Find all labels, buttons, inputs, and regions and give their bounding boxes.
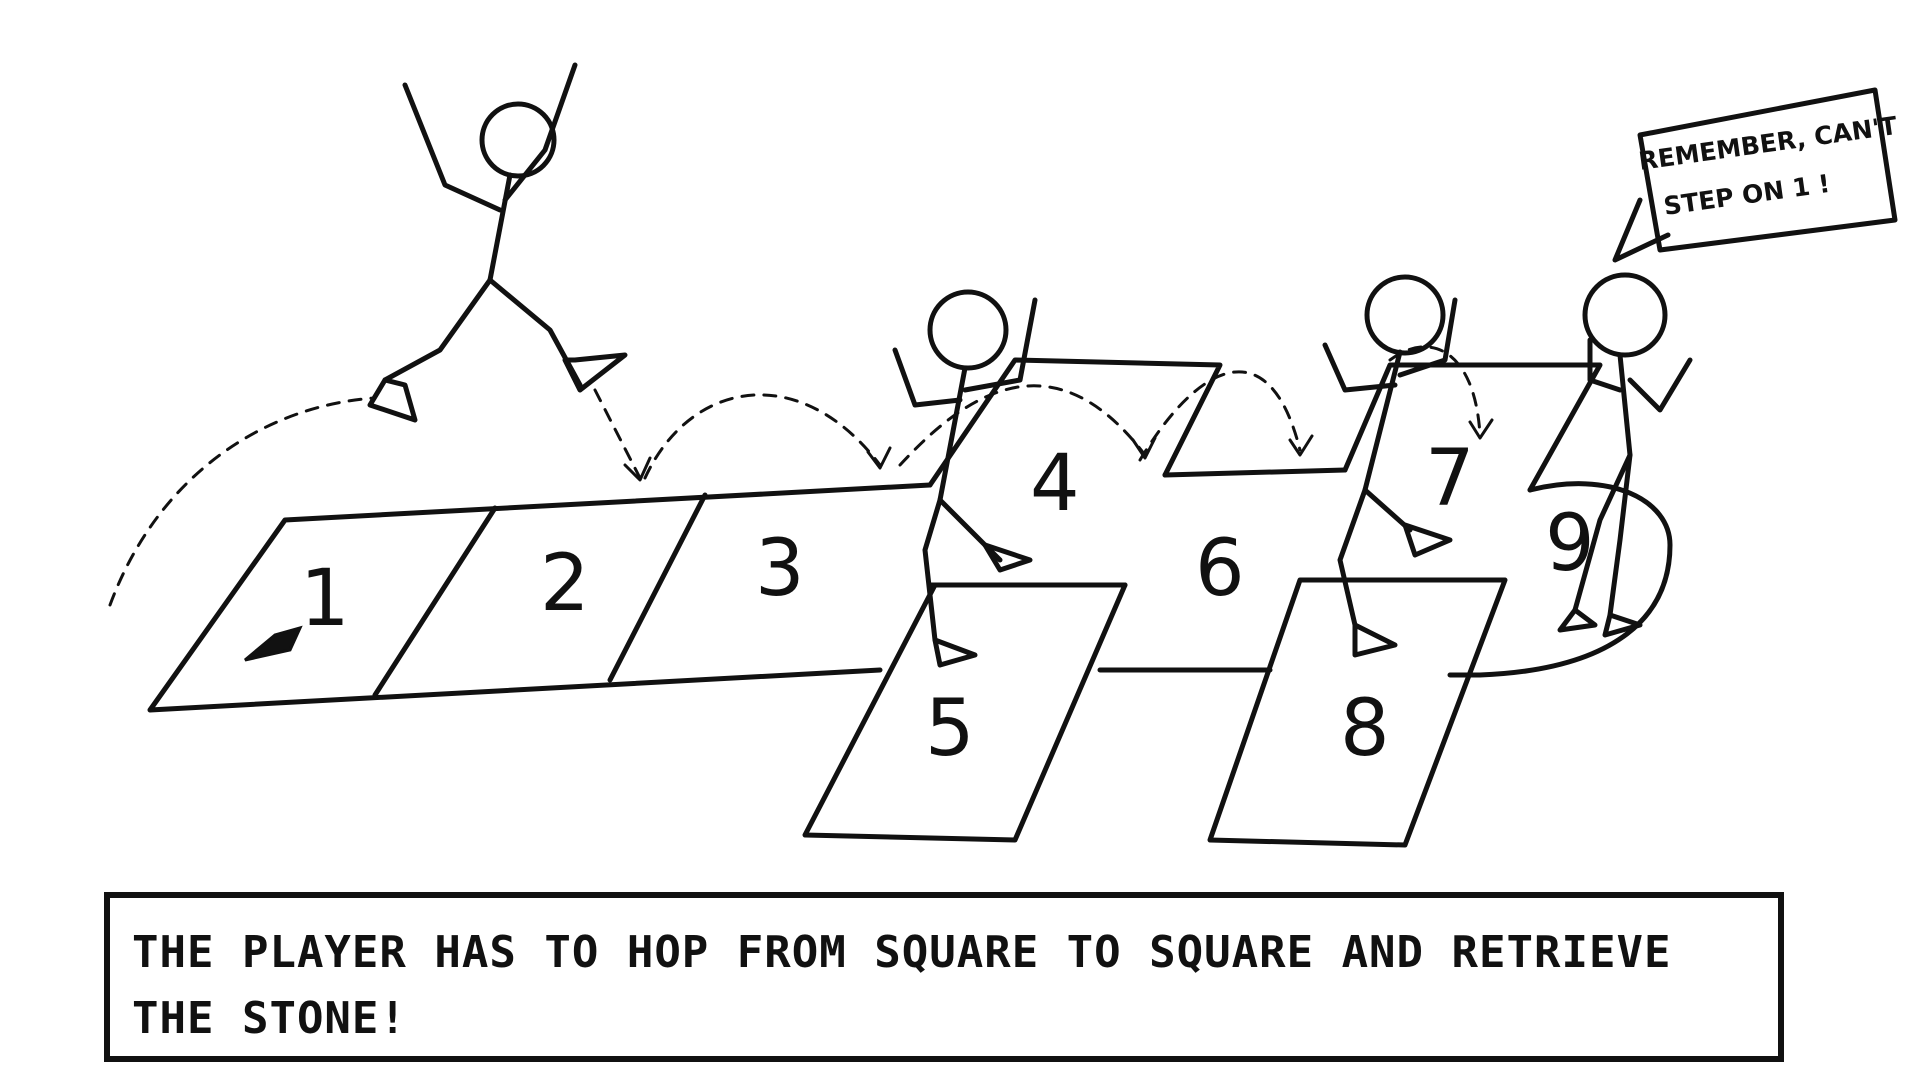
arrowhead-icon	[1131, 436, 1157, 460]
stone-icon	[244, 625, 303, 662]
left-arm	[1322, 342, 1398, 393]
square-numbers: 1 2 3 4 5 6 7 8 9	[300, 434, 1595, 774]
left-foot	[1352, 622, 1398, 658]
right-foot	[1402, 522, 1453, 558]
speech-bubble-tail	[1612, 197, 1671, 263]
square-number-1: 1	[300, 554, 350, 644]
square-number-9: 9	[1545, 499, 1595, 589]
left-foot	[367, 377, 418, 423]
hop-arrow-to-6	[1138, 370, 1302, 462]
stick-figure-hopping-2	[1322, 274, 1458, 658]
square-number-3: 3	[755, 524, 805, 614]
body	[487, 172, 513, 283]
left-arm	[402, 82, 503, 213]
right-foot	[1602, 612, 1643, 638]
hopscotch-court	[147, 357, 1673, 848]
court-block-7	[1342, 362, 1603, 493]
caption-text: THE PLAYER HAS TO HOP FROM SQUARE TO SQU…	[132, 927, 1672, 1044]
head	[1582, 272, 1668, 358]
right-leg	[487, 277, 583, 388]
caption-box: THE PLAYER HAS TO HOP FROM SQUARE TO SQU…	[104, 892, 1784, 1062]
left-leg	[1572, 452, 1633, 613]
square-number-7: 7	[1425, 434, 1475, 524]
head	[927, 289, 1009, 371]
court-strip-1-3	[147, 482, 933, 713]
right-arm	[502, 62, 578, 203]
head	[479, 101, 557, 179]
left-arm	[892, 347, 963, 408]
right-arm	[962, 297, 1038, 393]
square-number-6: 6	[1195, 524, 1245, 614]
court-block-4	[927, 357, 1223, 488]
speech-bubble-line-2: STEP ON 1 !	[1662, 169, 1832, 221]
arrowhead-icon	[866, 446, 892, 470]
right-foot	[982, 542, 1033, 573]
divider-1-2	[372, 505, 498, 698]
right-foot	[562, 352, 628, 393]
speech-bubble-outline	[1637, 87, 1898, 253]
hop-arrow-to-4	[898, 384, 1147, 467]
hop-arrow-to-7	[1388, 345, 1482, 437]
court-block-9	[1447, 481, 1673, 678]
hop-arrows	[108, 345, 1494, 607]
left-foot	[932, 637, 978, 668]
left-leg	[382, 277, 493, 383]
left-leg	[1337, 487, 1368, 628]
hop-arrow-start	[108, 396, 377, 607]
hop-arrow-to-3	[643, 393, 882, 480]
square-number-2: 2	[540, 539, 590, 629]
speech-bubble-line-1: REMEMBER, CAN'T	[1637, 111, 1899, 176]
right-arm	[1397, 297, 1458, 378]
speech-bubble: REMEMBER, CAN'T STEP ON 1 !	[1612, 87, 1899, 263]
left-leg	[922, 497, 943, 643]
arrowhead-icon	[623, 456, 652, 482]
left-foot	[1557, 607, 1598, 633]
square-number-4: 4	[1030, 439, 1080, 529]
stick-figure-hopping-1	[892, 289, 1038, 668]
arrowhead-icon	[1468, 418, 1494, 440]
right-arm	[1627, 357, 1693, 413]
head	[1364, 274, 1446, 356]
body	[1617, 352, 1633, 458]
arrowhead-icon	[1288, 434, 1314, 457]
right-leg	[1362, 487, 1413, 533]
body	[1362, 349, 1403, 493]
hop-arrow-to-2	[593, 388, 642, 480]
right-leg	[1607, 452, 1633, 618]
square-number-5: 5	[925, 684, 975, 774]
court-block-6	[1097, 467, 1348, 673]
body	[937, 365, 968, 503]
stick-figure-speaker	[1557, 272, 1693, 638]
divider-2-3	[607, 492, 708, 683]
square-number-8: 8	[1340, 684, 1390, 774]
stick-figure-jumping	[367, 62, 628, 423]
left-arm	[1587, 337, 1623, 393]
court-block-8	[1207, 577, 1508, 848]
